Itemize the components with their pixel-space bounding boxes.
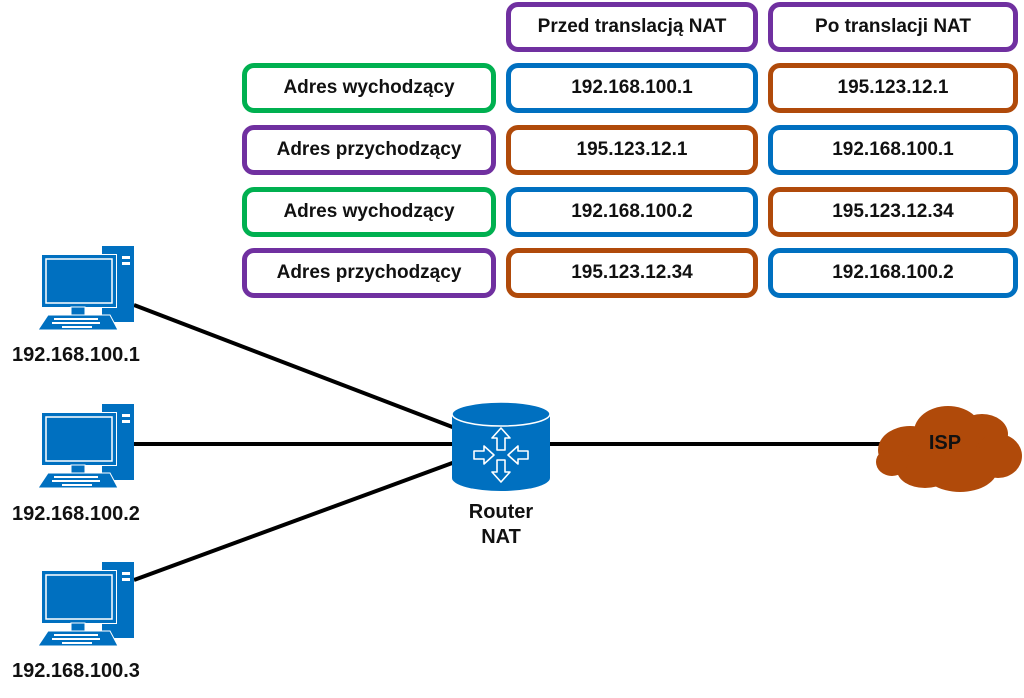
cell-after-private: 192.168.100.1 (768, 125, 1018, 175)
cell-before-private: 192.168.100.2 (506, 187, 758, 237)
cell-after-public: 195.123.12.34 (768, 187, 1018, 237)
cell-before-public: 195.123.12.34 (506, 248, 758, 298)
router-label-line1: Router (468, 501, 534, 523)
row-label-outgoing: Adres wychodzący (242, 63, 496, 113)
router-icon (451, 401, 551, 491)
computer-label: 192.168.100.3 (12, 660, 140, 682)
computer-label: 192.168.100.1 (12, 344, 140, 366)
cell-after-public: 195.123.12.1 (768, 63, 1018, 113)
link-pc1-router (133, 303, 456, 430)
isp-label: ISP (928, 432, 962, 454)
computer-label: 192.168.100.2 (12, 503, 140, 525)
desktop-computer-icon (38, 404, 134, 488)
desktop-computer-icon (38, 246, 134, 330)
cloud-icon (876, 406, 1022, 492)
row-label-outgoing: Adres wychodzący (242, 187, 496, 237)
header-before-nat: Przed translacją NAT (506, 2, 758, 52)
row-label-incoming: Adres przychodzący (242, 125, 496, 175)
router-label: Router NAT (440, 500, 562, 550)
link-pc3-router (133, 460, 456, 582)
row-label-incoming: Adres przychodzący (242, 248, 496, 298)
header-after-nat: Po translacji NAT (768, 2, 1018, 52)
desktop-computer-icon (38, 562, 134, 646)
cell-before-private: 192.168.100.1 (506, 63, 758, 113)
router-label-line2: NAT (481, 526, 521, 548)
cell-after-private: 192.168.100.2 (768, 248, 1018, 298)
cell-before-public: 195.123.12.1 (506, 125, 758, 175)
